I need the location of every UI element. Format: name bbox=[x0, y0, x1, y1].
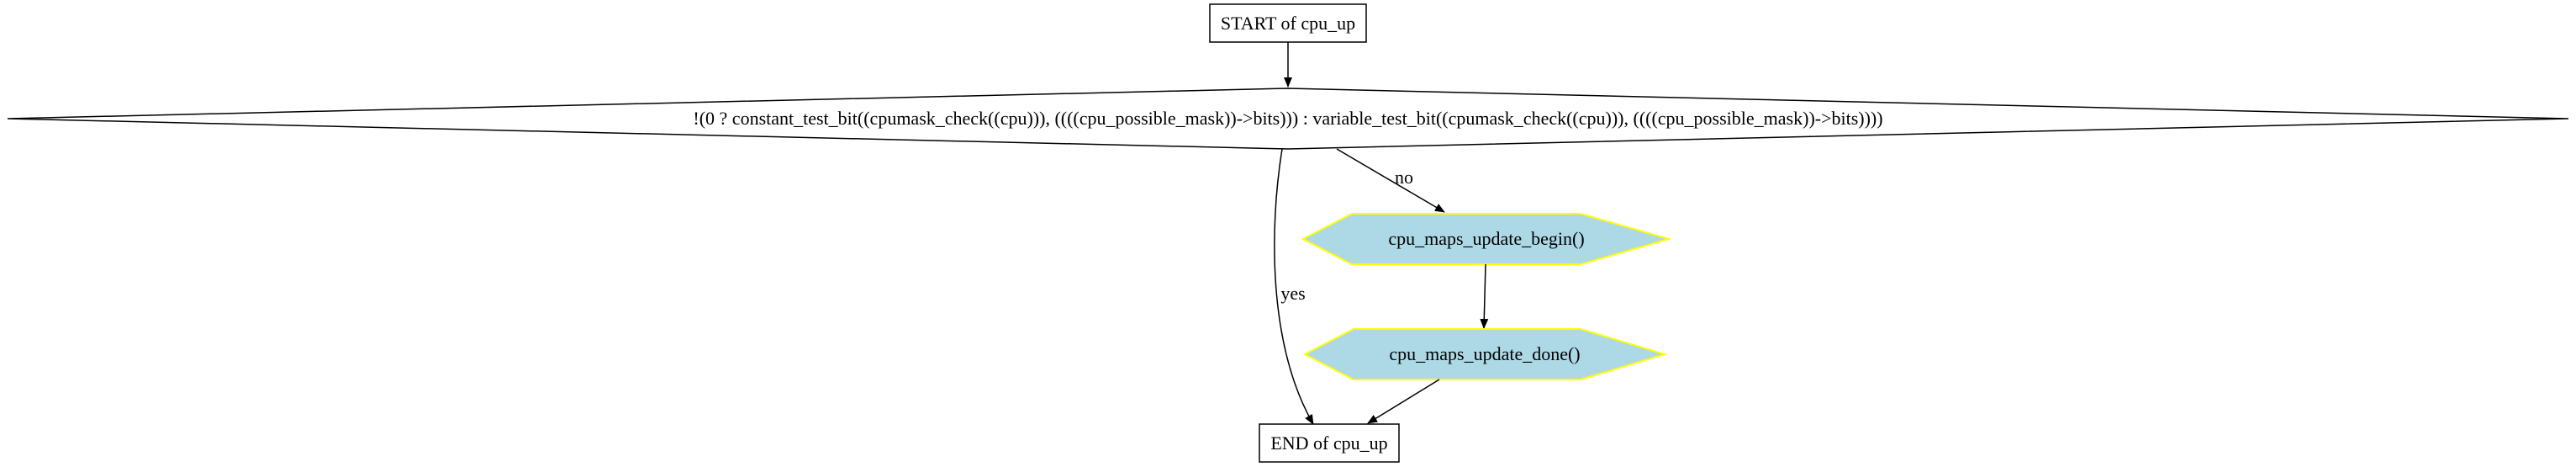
start-node: START of cpu_up bbox=[1209, 3, 1367, 43]
condition-node: !(0 ? constant_test_bit((cpumask_check((… bbox=[7, 88, 2569, 150]
edge-no bbox=[1336, 148, 1445, 213]
edge-no-label: no bbox=[1395, 167, 1413, 188]
edge-begin-to-done bbox=[1480, 263, 1489, 329]
edge-done-to-end bbox=[1367, 379, 1440, 424]
call-done-node: cpu_maps_update_done() bbox=[1302, 328, 1668, 380]
start-label: START of cpu_up bbox=[1221, 13, 1355, 34]
edge-yes-label: yes bbox=[1280, 283, 1305, 304]
call-done-label: cpu_maps_update_done() bbox=[1389, 343, 1580, 364]
edge-yes bbox=[1274, 148, 1314, 425]
end-label: END of cpu_up bbox=[1270, 433, 1387, 454]
condition-label: !(0 ? constant_test_bit((cpumask_check((… bbox=[693, 108, 1882, 129]
end-node: END of cpu_up bbox=[1259, 423, 1400, 463]
call-begin-node: cpu_maps_update_begin() bbox=[1301, 213, 1672, 265]
call-begin-label: cpu_maps_update_begin() bbox=[1388, 228, 1584, 249]
